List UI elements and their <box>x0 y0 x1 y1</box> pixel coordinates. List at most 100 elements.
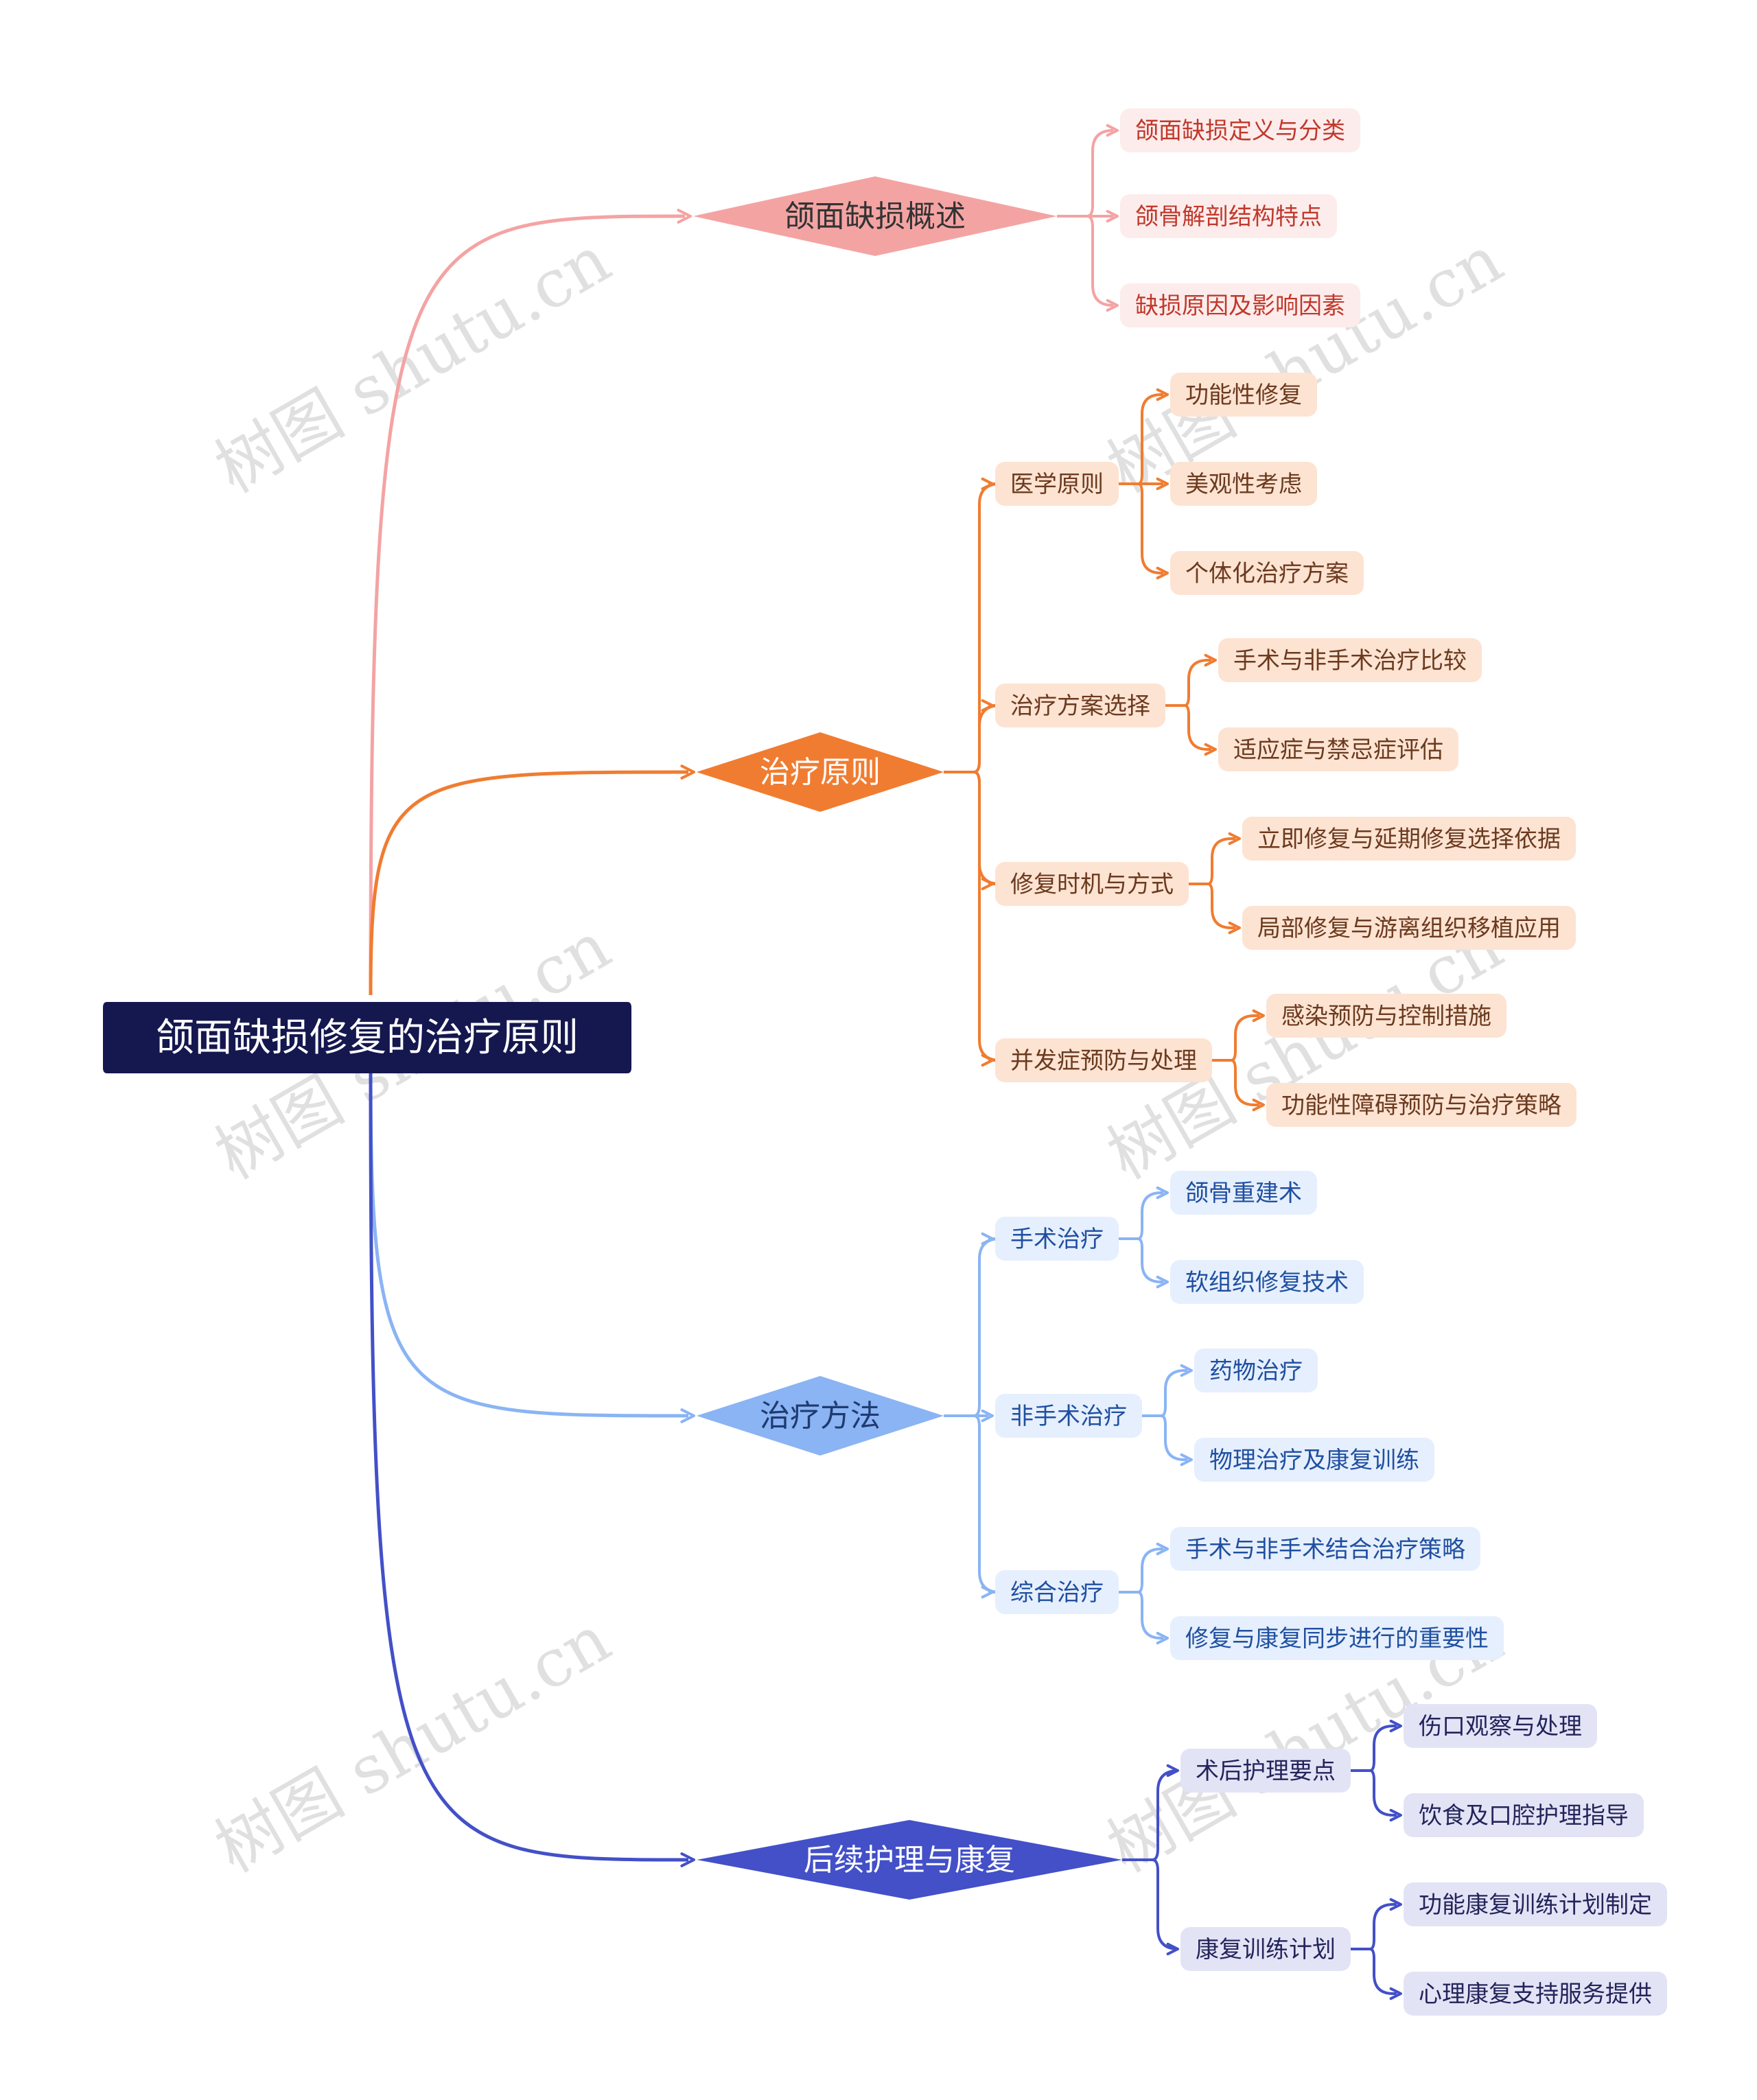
node-box <box>995 862 1189 906</box>
edge-arrowhead <box>1389 1987 1402 2000</box>
leaf-node[interactable]: 立即修复与延期修复选择依据 <box>1242 817 1576 861</box>
subtopic-node[interactable]: 综合治疗 <box>995 1570 1119 1614</box>
edge-arrowhead <box>1389 1808 1402 1822</box>
leaf-edge <box>1161 1369 1187 1417</box>
leaf-node[interactable]: 美观性考虑 <box>1170 462 1317 506</box>
node-label: 心理康复支持服务提供 <box>1419 1981 1652 2008</box>
subtopic-node[interactable]: 修复时机与方式 <box>995 862 1189 906</box>
leaf-node[interactable]: 心理康复支持服务提供 <box>1404 1972 1667 2016</box>
leaf-node[interactable]: 缺损原因及影响因素 <box>1120 283 1360 327</box>
edge-arrowhead <box>1252 1098 1265 1112</box>
node-box <box>1170 1171 1317 1215</box>
leaf-node[interactable]: 颌骨解剖结构特点 <box>1120 194 1337 238</box>
branch-edge <box>369 1073 689 1862</box>
leaf-node[interactable]: 功能性修复 <box>1170 373 1317 417</box>
edge-arrowhead <box>1180 1453 1193 1467</box>
node-box <box>995 462 1119 506</box>
node-box <box>1404 1972 1667 2016</box>
branch-edge <box>369 770 689 996</box>
edge-arrowhead <box>981 877 994 891</box>
topic-label: 后续护理与康复 <box>804 1843 1015 1878</box>
topic-node[interactable]: 后续护理与康复 <box>697 1820 1122 1900</box>
node-label: 功能性修复 <box>1185 382 1302 409</box>
topic-node[interactable]: 颌面缺损概述 <box>693 176 1057 256</box>
node-label: 治疗方案选择 <box>1010 692 1150 720</box>
node-label: 软组织修复技术 <box>1185 1269 1349 1296</box>
leaf-node[interactable]: 伤口观察与处理 <box>1404 1704 1597 1748</box>
leaf-node[interactable]: 功能性障碍预防与治疗策略 <box>1266 1083 1576 1127</box>
edge-arrowhead <box>1106 209 1119 223</box>
node-box <box>995 1038 1212 1082</box>
leaf-edge <box>1231 1059 1259 1106</box>
edge-arrowhead <box>981 1585 994 1599</box>
edge-arrowhead <box>1180 1364 1193 1377</box>
edge-arrowhead <box>1156 1275 1169 1289</box>
node-box <box>1218 638 1482 682</box>
edge-layer <box>369 124 1402 2000</box>
leaf-node[interactable]: 适应症与禁忌症评估 <box>1218 727 1458 771</box>
leaf-node[interactable]: 功能康复训练计划制定 <box>1404 1882 1667 1926</box>
subtopic-edge <box>1143 1858 1179 1950</box>
leaf-edge <box>1184 704 1211 751</box>
subtopic-edge <box>964 704 1001 773</box>
topic-node-shape <box>697 1376 944 1456</box>
topic-node-shape <box>697 732 944 812</box>
topic-node[interactable]: 治疗方法 <box>697 1376 944 1456</box>
leaf-node[interactable]: 手术与非手术治疗比较 <box>1218 638 1482 682</box>
edge-arrowhead <box>680 1408 695 1423</box>
leaf-node[interactable]: 局部修复与游离组织移植应用 <box>1242 906 1576 950</box>
edge-arrowhead <box>680 1852 695 1867</box>
leaf-node[interactable]: 饮食及口腔护理指导 <box>1404 1793 1644 1837</box>
subtopic-node[interactable]: 术后护理要点 <box>1180 1749 1351 1793</box>
node-box <box>1170 373 1317 417</box>
node-box <box>995 1394 1142 1438</box>
leaf-edge <box>1369 1769 1397 1817</box>
subtopic-node[interactable]: 非手术治疗 <box>995 1394 1142 1438</box>
subtopic-node[interactable]: 手术治疗 <box>995 1217 1119 1261</box>
edge-arrowhead <box>1389 1898 1402 1911</box>
node-label: 并发症预防与处理 <box>1010 1047 1197 1075</box>
node-label: 颌面缺损定义与分类 <box>1135 117 1345 145</box>
node-box <box>1170 1260 1364 1304</box>
topic-node[interactable]: 治疗原则 <box>697 732 944 812</box>
root-node-box <box>103 1002 631 1073</box>
node-box <box>1404 1793 1644 1837</box>
node-box <box>1170 462 1317 506</box>
node-label: 物理治疗及康复训练 <box>1209 1447 1419 1474</box>
node-label: 综合治疗 <box>1010 1579 1104 1607</box>
subtopic-node[interactable]: 并发症预防与处理 <box>995 1038 1212 1082</box>
leaf-node[interactable]: 感染预防与控制措施 <box>1266 994 1506 1038</box>
leaf-node[interactable]: 手术与非手术结合治疗策略 <box>1170 1527 1480 1571</box>
node-box <box>1194 1349 1318 1392</box>
leaf-node[interactable]: 颌面缺损定义与分类 <box>1120 108 1360 152</box>
subtopic-node[interactable]: 康复训练计划 <box>1180 1927 1351 1971</box>
node-box <box>1194 1438 1434 1482</box>
topic-label: 治疗方法 <box>760 1399 881 1434</box>
root-title: 颌面缺损修复的治疗原则 <box>156 1016 579 1060</box>
root-node[interactable]: 颌面缺损修复的治疗原则 <box>103 1002 631 1073</box>
leaf-node[interactable]: 药物治疗 <box>1194 1349 1318 1392</box>
node-box <box>1404 1882 1667 1926</box>
leaf-edge <box>1369 1903 1397 1950</box>
node-label: 手术与非手术结合治疗策略 <box>1185 1536 1465 1563</box>
node-box <box>1120 194 1337 238</box>
leaf-node[interactable]: 颌骨重建术 <box>1170 1171 1317 1215</box>
edge-arrowhead <box>981 477 994 491</box>
node-label: 缺损原因及影响因素 <box>1135 292 1345 320</box>
leaf-node[interactable]: 软组织修复技术 <box>1170 1260 1364 1304</box>
node-box <box>1404 1704 1597 1748</box>
leaf-node[interactable]: 物理治疗及康复训练 <box>1194 1438 1434 1482</box>
leaf-edge <box>1137 1548 1163 1594</box>
leaf-edge <box>1184 659 1211 707</box>
subtopic-node[interactable]: 医学原则 <box>995 462 1119 506</box>
node-box <box>1180 1927 1351 1971</box>
edge-arrowhead <box>1228 921 1241 935</box>
node-label: 局部修复与游离组织移植应用 <box>1257 915 1561 942</box>
subtopic-node[interactable]: 治疗方案选择 <box>995 684 1165 727</box>
leaf-node[interactable]: 个体化治疗方案 <box>1170 551 1364 595</box>
leaf-node[interactable]: 修复与康复同步进行的重要性 <box>1170 1616 1504 1660</box>
